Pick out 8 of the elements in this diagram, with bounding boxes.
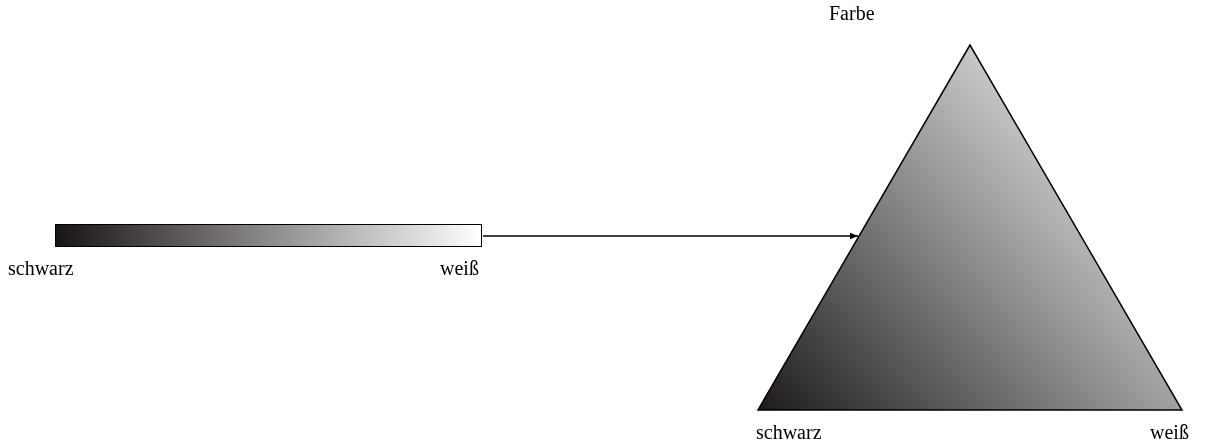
corner-label: schwarz bbox=[8, 258, 74, 278]
corner-label: Farbe bbox=[829, 3, 875, 23]
corner-label: schwarz bbox=[756, 422, 822, 442]
gradient-triangle bbox=[756, 43, 1184, 411]
arrow bbox=[482, 232, 859, 240]
gradient-bar bbox=[55, 224, 482, 247]
corner-label: weiß bbox=[1150, 422, 1189, 442]
corner-label: weiß bbox=[440, 258, 479, 278]
